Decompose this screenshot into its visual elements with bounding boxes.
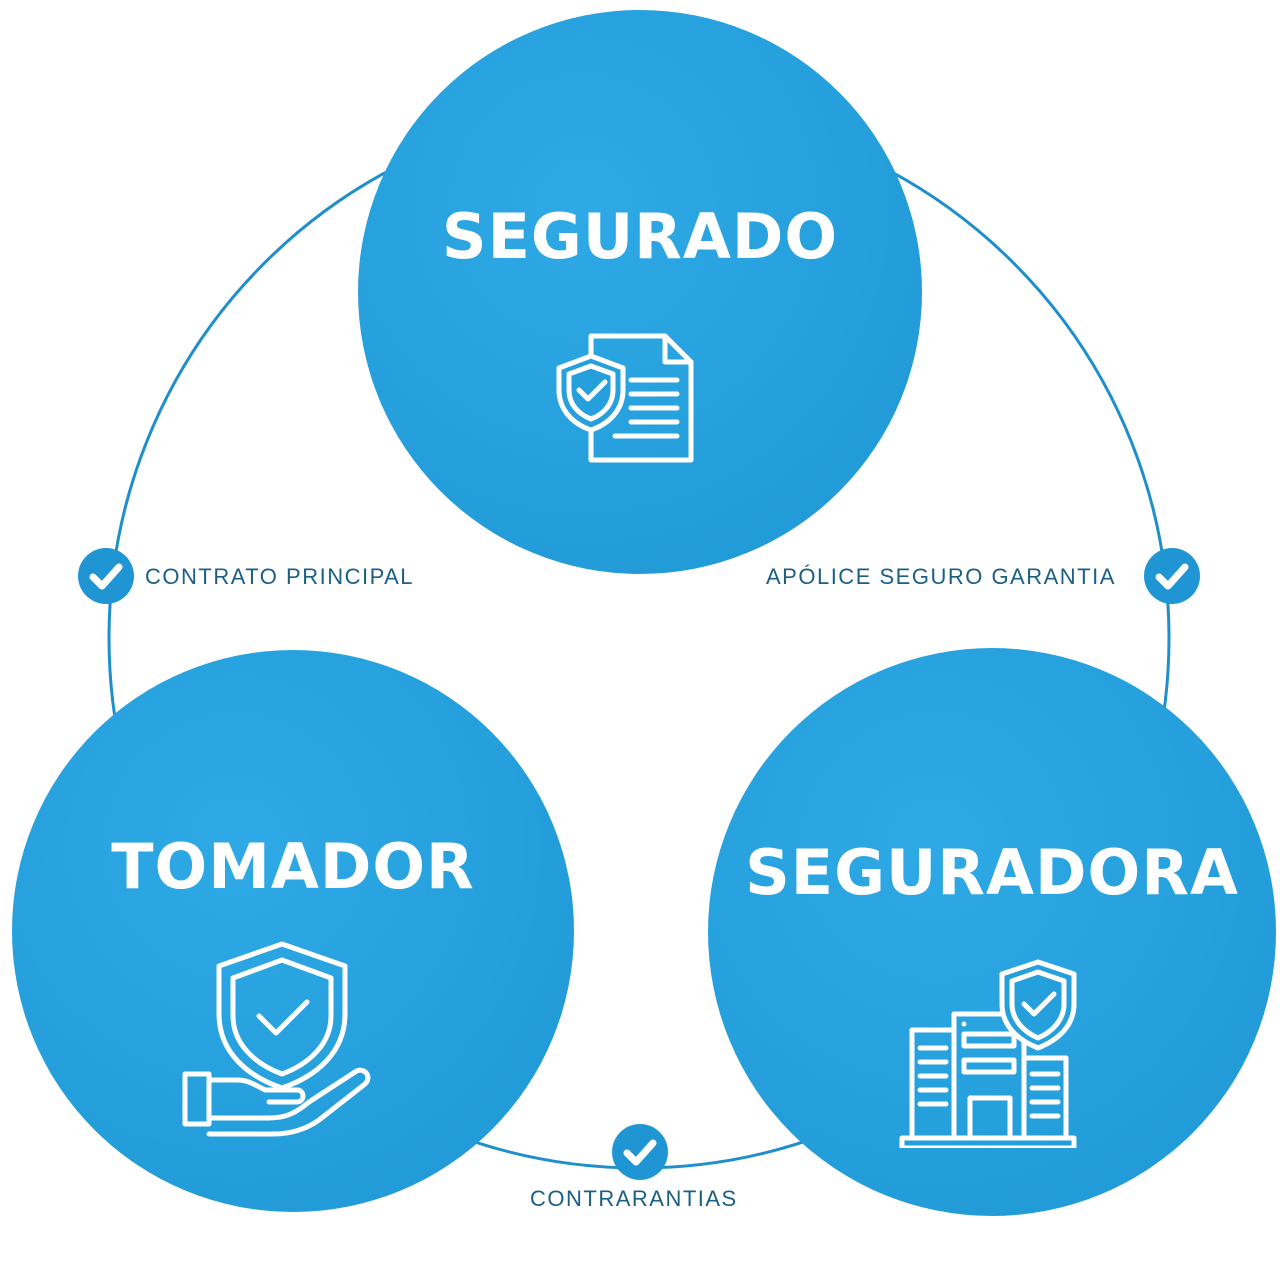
- check-icon: [1144, 548, 1200, 604]
- hand-shield-icon: [182, 941, 371, 1137]
- node-tomador: TOMADOR: [12, 650, 574, 1212]
- node-tomador-title: TOMADOR: [111, 830, 475, 903]
- node-segurado-title: SEGURADO: [441, 200, 839, 273]
- node-seguradora-title: SEGURADORA: [745, 836, 1239, 909]
- node-segurado: SEGURADO: [358, 10, 922, 574]
- check-icon: [612, 1124, 668, 1180]
- node-seguradora: SEGURADORA: [708, 648, 1276, 1216]
- link-label-apolice: APÓLICE SEGURO GARANTIA: [766, 564, 1116, 589]
- link-label-contrato: CONTRATO PRINCIPAL: [145, 564, 415, 589]
- check-icon: [78, 548, 134, 604]
- link-label-contragarantias: CONTRARANTIAS: [530, 1186, 738, 1211]
- shield-document-icon: [556, 333, 694, 463]
- building-shield-icon: [899, 959, 1077, 1148]
